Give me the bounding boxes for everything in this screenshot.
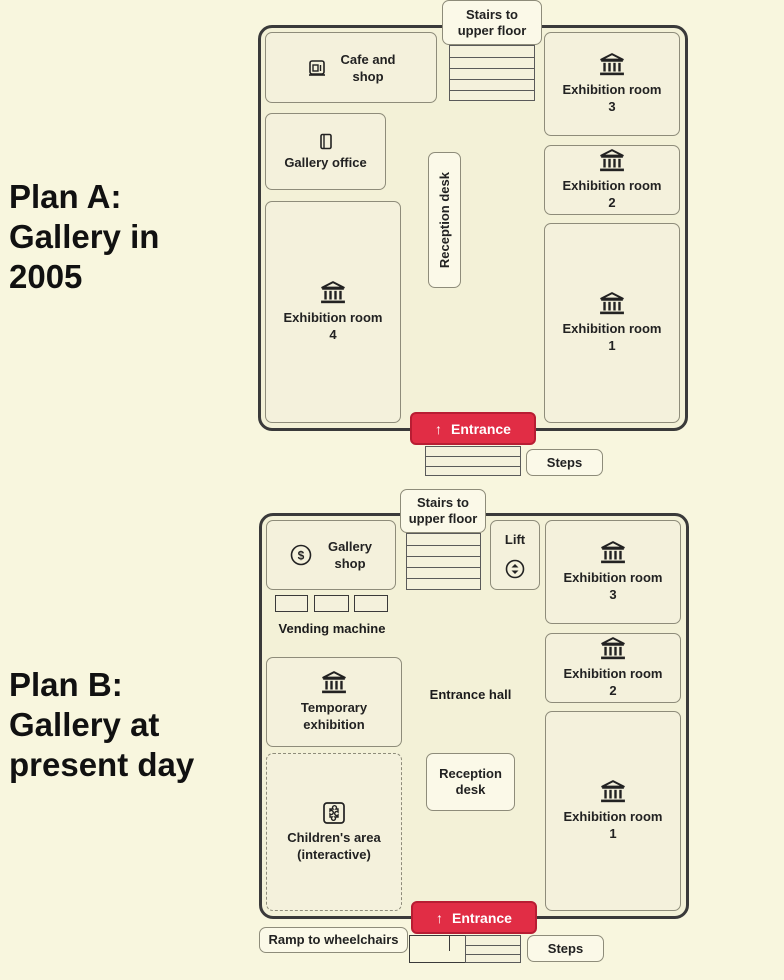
plan-b-exhibition-room-2-label: Exhibition room xyxy=(563,666,663,681)
plan-a-exhibition-room-1-number: 1 xyxy=(608,338,616,353)
plan-b-exhibition-room-2: Exhibition room 2 xyxy=(545,633,681,703)
vending-machine-box xyxy=(354,595,388,612)
plan-b-exhibition-room-2-number: 2 xyxy=(609,683,617,698)
museum-icon xyxy=(600,541,626,565)
plan-a-cafe-label: Cafe and shop xyxy=(340,51,396,84)
plan-b-childrens-label: Children's area (interactive) xyxy=(287,830,381,862)
svg-text:$: $ xyxy=(298,549,305,563)
plan-b-ramp-label: Ramp to wheelchairs xyxy=(259,927,408,953)
plan-b-vending-label: Vending machine xyxy=(278,621,386,636)
plan-a-exhibition-room-4-label: Exhibition room xyxy=(283,310,383,325)
plan-a-exhibition-room-4: Exhibition room 4 xyxy=(265,201,401,423)
plan-a-exhibition-room-2: Exhibition room 2 xyxy=(544,145,680,215)
plan-b-ramp-line xyxy=(449,935,450,951)
plan-a-steps-label: Steps xyxy=(526,449,603,476)
plan-a-gallery-office-label: Gallery office xyxy=(284,154,367,170)
notebook-icon xyxy=(319,133,332,149)
plan-a-reception-label: Reception desk xyxy=(436,171,452,269)
plan-b-steps-label: Steps xyxy=(527,935,604,962)
plan-b-temporary-label: Temporary exhibition xyxy=(300,700,368,732)
coffee-machine-icon xyxy=(308,59,325,76)
plan-a-reception-desk: Reception desk xyxy=(428,152,461,288)
plan-a-gallery-office: Gallery office xyxy=(265,113,386,190)
vending-machine-box xyxy=(275,595,308,612)
plan-b-entrance-steps xyxy=(465,935,521,963)
dollar-coin-icon: $ xyxy=(290,544,312,566)
plan-a-exhibition-room-1-label: Exhibition room xyxy=(562,321,662,336)
arrow-up-icon: ↑ xyxy=(435,420,443,437)
plan-b-entrance-hall-label: Entrance hall xyxy=(429,687,512,702)
plan-b-exhibition-room-1-number: 1 xyxy=(609,826,617,841)
museum-icon xyxy=(599,53,625,77)
plan-a-entrance: ↑ Entrance xyxy=(410,412,536,445)
plan-b-exhibition-room-3-number: 3 xyxy=(609,587,617,602)
museum-icon xyxy=(599,149,625,173)
up-down-arrows-icon xyxy=(505,559,525,578)
plan-a-exhibition-room-2-label: Exhibition room xyxy=(562,178,662,193)
plan-a-title: Plan A: Gallery in 2005 xyxy=(9,178,160,295)
plan-a-exhibition-room-3-label: Exhibition room xyxy=(562,82,662,97)
plan-b-exhibition-room-3: Exhibition room 3 xyxy=(545,520,681,624)
vending-machine-box xyxy=(314,595,349,612)
plan-b-lift: Lift xyxy=(490,520,540,590)
museum-icon xyxy=(599,292,625,316)
plan-b-lift-label: Lift xyxy=(504,532,526,548)
museum-icon xyxy=(600,780,626,804)
museum-icon xyxy=(600,637,626,661)
plan-b-entrance: ↑ Entrance xyxy=(411,901,537,934)
plan-b-temporary-exhibition: Temporary exhibition xyxy=(266,657,402,747)
arrow-up-icon: ↑ xyxy=(436,909,444,926)
plan-a-exhibition-room-2-number: 2 xyxy=(608,195,616,210)
plan-b-gallery-shop-label: Gallery shop xyxy=(327,539,373,571)
plan-b-entrance-label: Entrance xyxy=(452,909,512,926)
museum-icon xyxy=(321,671,347,695)
plan-b-gallery-shop: $ Gallery shop xyxy=(266,520,396,590)
plan-b-childrens-area: Children's area (interactive) xyxy=(266,753,402,911)
plan-b-exhibition-room-1: Exhibition room 1 xyxy=(545,711,681,911)
plan-a-exhibition-room-1: Exhibition room 1 xyxy=(544,223,680,423)
plan-b-exhibition-room-3-label: Exhibition room xyxy=(563,570,663,585)
plan-b-stairs xyxy=(406,533,481,590)
plan-b-exhibition-room-1-label: Exhibition room xyxy=(563,809,663,824)
plan-a-exhibition-room-3-number: 3 xyxy=(608,99,616,114)
plan-a-cafe-and-shop: Cafe and shop xyxy=(265,32,437,103)
plan-b-stairs-label: Stairs to upper floor xyxy=(400,489,486,533)
plan-b-reception-desk: Reception desk xyxy=(426,753,515,811)
plan-a-entrance-steps xyxy=(425,446,521,476)
plan-b-title: Plan B: Gallery at present day xyxy=(9,666,195,783)
puzzle-icon xyxy=(323,802,345,824)
plan-a-entrance-label: Entrance xyxy=(451,420,511,437)
plan-a-exhibition-room-4-number: 4 xyxy=(329,327,337,342)
plan-a-stairs xyxy=(449,45,535,101)
plan-b-ramp xyxy=(409,935,465,963)
plan-a-exhibition-room-3: Exhibition room 3 xyxy=(544,32,680,136)
museum-icon xyxy=(320,281,346,305)
plan-a-stairs-label: Stairs to upper floor xyxy=(442,0,542,45)
